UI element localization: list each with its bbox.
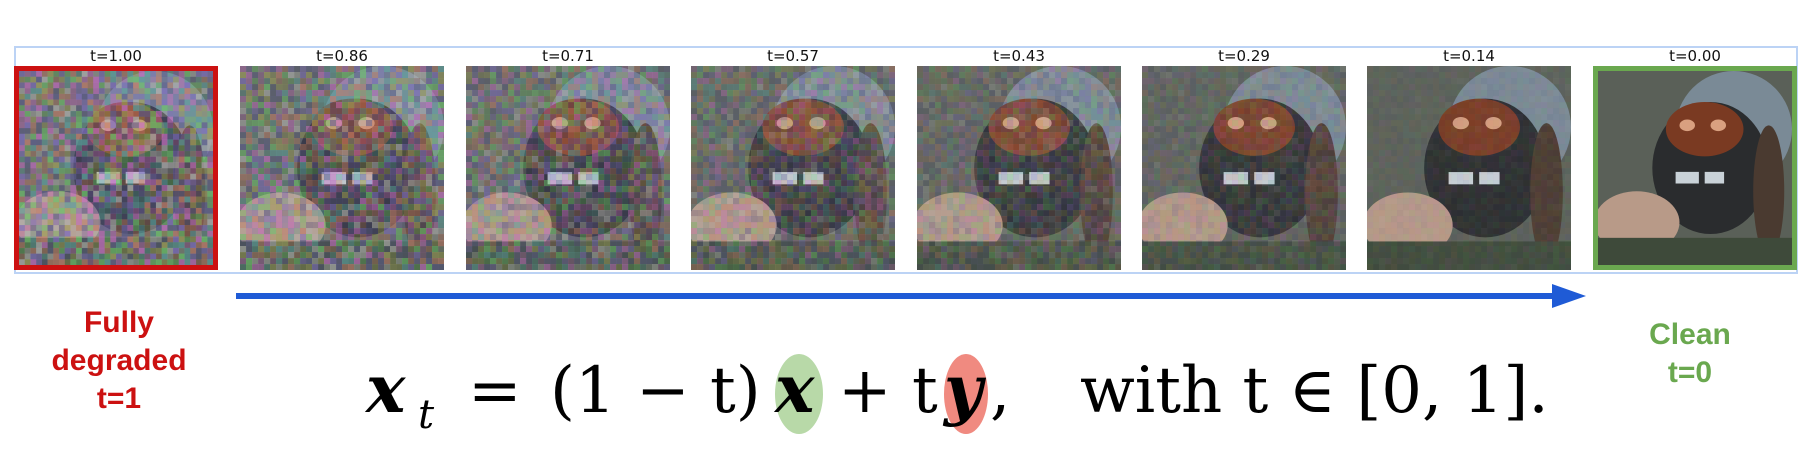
clean-image bbox=[1593, 66, 1797, 270]
formula-plus-t: + t bbox=[838, 354, 938, 428]
x-highlight bbox=[775, 354, 823, 434]
frame-t-label: t=0.57 bbox=[767, 47, 819, 65]
formula-equals: = bbox=[468, 354, 522, 428]
degraded-caption-line2: degraded bbox=[51, 344, 187, 377]
intermediate-image bbox=[691, 66, 895, 270]
frame-t-label: t=0.00 bbox=[1669, 47, 1721, 65]
intermediate-image bbox=[1142, 66, 1346, 270]
frame-t-label: t=0.14 bbox=[1443, 47, 1495, 65]
formula-x-var: x bbox=[773, 350, 815, 428]
intermediate-image bbox=[917, 66, 1121, 270]
clean-caption-line2: t=0 bbox=[1667, 356, 1713, 389]
intermediate-image bbox=[466, 66, 670, 270]
degraded-caption-line3: t=1 bbox=[96, 382, 142, 415]
clean-caption: Clean t=0 bbox=[1590, 316, 1790, 392]
frame-t-label: t=0.43 bbox=[993, 47, 1045, 65]
y-highlight bbox=[944, 354, 988, 434]
formula-lhs-sub: t bbox=[418, 392, 435, 438]
frame-t-label: t=0.71 bbox=[542, 47, 594, 65]
frame-t-label: t=1.00 bbox=[90, 47, 142, 65]
intermediate-image bbox=[1367, 66, 1571, 270]
formula-y-var: y bbox=[942, 350, 987, 428]
degraded-caption-line1: Fully bbox=[83, 306, 154, 339]
interpolation-formula: x t = (1 − t) x + t y , with t ∈ [0, 1]. bbox=[364, 350, 1549, 438]
formula-with-domain: with t ∈ [0, 1]. bbox=[1080, 354, 1549, 428]
intermediate-image bbox=[240, 66, 444, 270]
clean-caption-line1: Clean bbox=[1649, 318, 1731, 351]
time-arrow bbox=[236, 284, 1586, 308]
formula-comma: , bbox=[990, 354, 1010, 428]
degraded-image bbox=[14, 66, 218, 270]
frame-t-label: t=0.86 bbox=[316, 47, 368, 65]
arrow-head bbox=[1552, 284, 1586, 308]
degraded-caption: Fully degraded t=1 bbox=[14, 304, 224, 418]
formula-paren-term: (1 − t) bbox=[550, 354, 761, 428]
frame-t-label: t=0.29 bbox=[1218, 47, 1270, 65]
formula-lhs-var: x bbox=[364, 350, 406, 428]
